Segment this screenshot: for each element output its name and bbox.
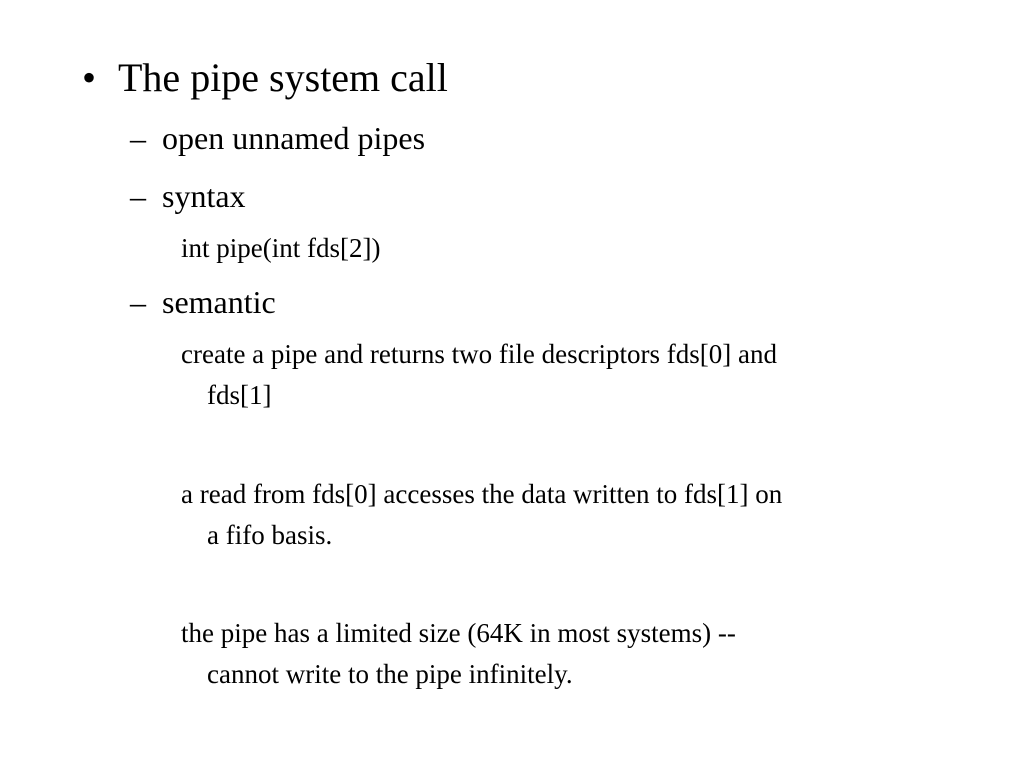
- sub-item-semantic: semantic: [162, 284, 276, 320]
- slide-heading: The pipe system call: [118, 55, 448, 100]
- semantic-item-2-line-1: a read from fds[0] accesses the data wri…: [181, 479, 783, 509]
- dash-icon: –: [130, 120, 146, 156]
- bullet-icon: •: [82, 55, 97, 100]
- syntax-code: int pipe(int fds[2]): [181, 233, 381, 263]
- dash-icon: –: [130, 178, 146, 214]
- semantic-item-3-line-2: cannot write to the pipe infinitely.: [207, 659, 573, 689]
- semantic-item-3-line-1: the pipe has a limited size (64K in most…: [181, 618, 736, 648]
- semantic-item-1-line-1: create a pipe and returns two file descr…: [181, 339, 778, 369]
- sub-item-syntax: syntax: [162, 178, 246, 214]
- semantic-item-2-line-2: a fifo basis.: [207, 520, 333, 550]
- dash-icon: –: [130, 284, 146, 320]
- semantic-item-1-line-2: fds[1]: [207, 380, 272, 410]
- sub-item-open-unnamed-pipes: open unnamed pipes: [162, 120, 426, 156]
